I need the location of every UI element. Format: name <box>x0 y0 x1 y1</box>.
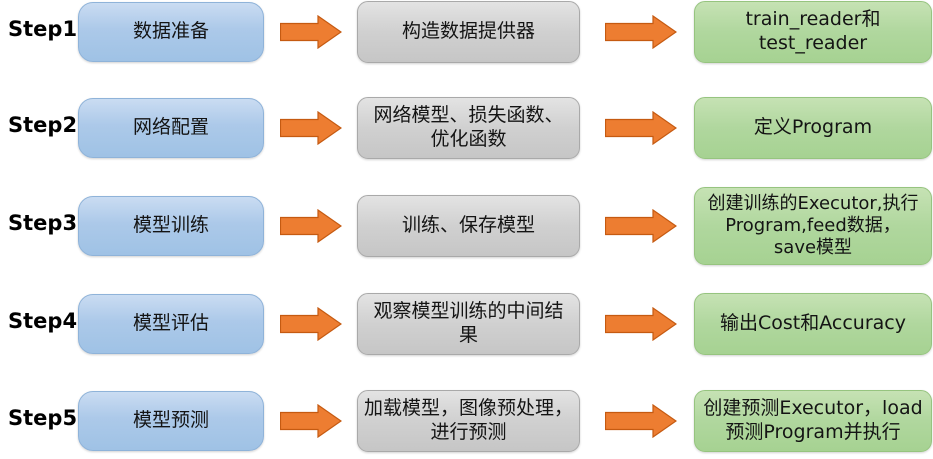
stage-box: 数据准备 <box>78 2 264 62</box>
flow-arrow-icon <box>280 209 342 243</box>
stage-box: 模型训练 <box>78 196 264 256</box>
action-box: 构造数据提供器 <box>357 1 580 63</box>
flow-arrow-icon <box>605 404 677 438</box>
flow-arrow-icon <box>605 307 677 341</box>
step-label: Step2 <box>8 113 78 137</box>
stage-box: 模型预测 <box>78 391 264 451</box>
action-box: 网络模型、损失函数、 优化函数 <box>357 97 580 159</box>
flow-arrow-icon <box>280 111 342 145</box>
flow-arrow-icon <box>280 307 342 341</box>
flow-arrow-icon <box>605 111 677 145</box>
output-box: 创建训练的Executor,执行 Program,feed数据， save模型 <box>694 187 932 265</box>
output-box: 输出Cost和Accuracy <box>694 293 932 355</box>
flow-arrow-icon <box>280 15 342 49</box>
stage-box: 模型评估 <box>78 294 264 354</box>
flow-arrow-icon <box>605 15 677 49</box>
flow-arrow-icon <box>280 404 342 438</box>
action-box: 训练、保存模型 <box>357 195 580 257</box>
step-label: Step4 <box>8 309 78 333</box>
action-box: 观察模型训练的中间结 果 <box>357 293 580 355</box>
output-box: 创建预测Executor，load 预测Program并执行 <box>694 390 932 452</box>
step-label: Step5 <box>8 406 78 430</box>
stage-box: 网络配置 <box>78 98 264 158</box>
step-label: Step3 <box>8 211 78 235</box>
flow-arrow-icon <box>605 209 677 243</box>
step-label: Step1 <box>8 17 78 41</box>
output-box: train_reader和 test_reader <box>694 1 932 63</box>
action-box: 加载模型，图像预处理， 进行预测 <box>357 390 580 452</box>
output-box: 定义Program <box>694 97 932 159</box>
